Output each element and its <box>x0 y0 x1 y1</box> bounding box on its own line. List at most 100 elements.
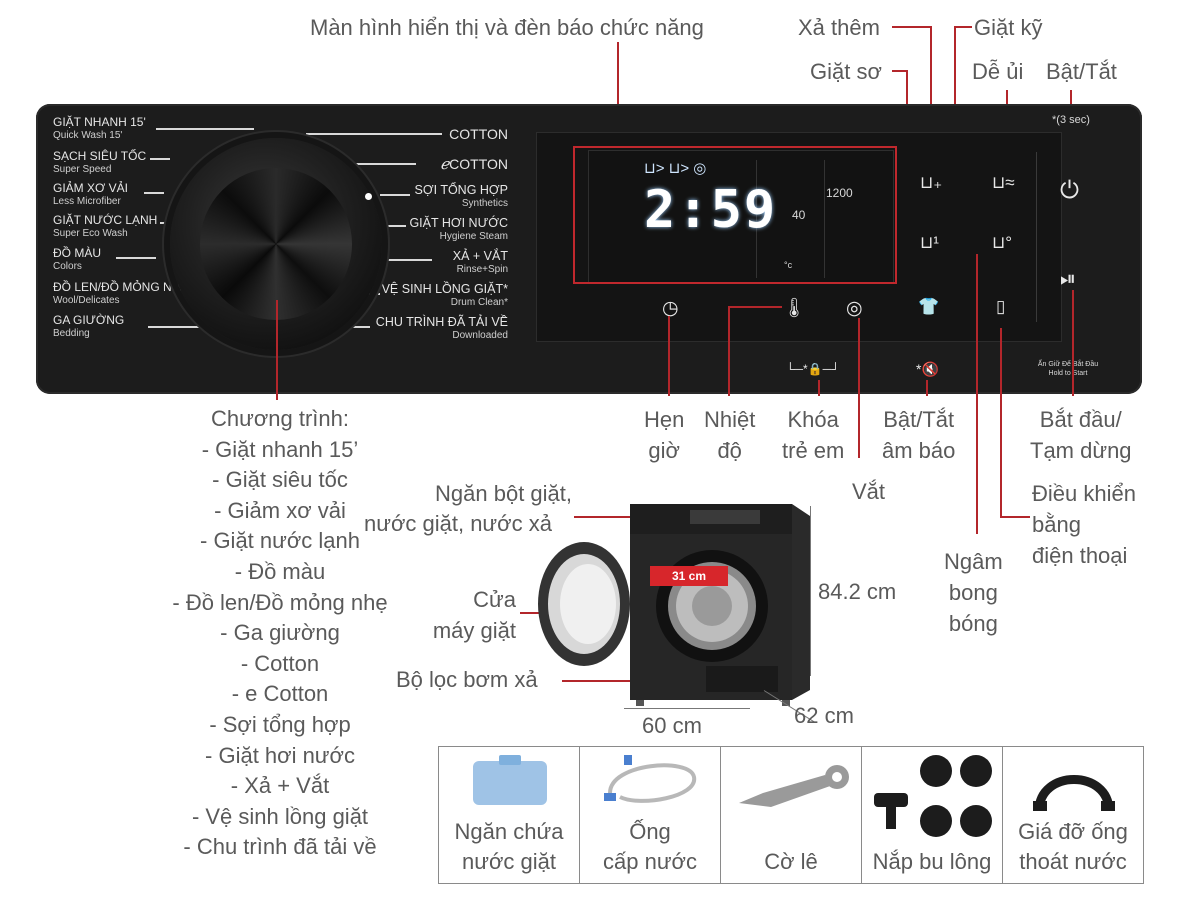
temperature-button[interactable]: 🌡 <box>782 298 807 319</box>
mute-icon: *🔇 <box>916 361 939 377</box>
list-item: - Chu trình đã tải về <box>183 834 377 860</box>
list-item: - Sợi tổng hợp <box>209 711 351 737</box>
door-opening-badge: 31 cm <box>650 566 728 586</box>
child-lock-icon: └─*🔒─┘ <box>786 362 840 376</box>
spin-icon: ◎ <box>846 298 863 319</box>
easy-iron-button[interactable]: ⊔≈ <box>992 174 1015 192</box>
leader-line <box>930 26 932 176</box>
button-divider <box>1036 152 1037 322</box>
smart-control-button[interactable]: ▯ <box>996 298 1005 316</box>
bolt-caps-icon <box>874 755 992 837</box>
clock-icon: ◷ <box>662 298 679 319</box>
prewash-button[interactable]: ⊔¹ <box>920 234 939 252</box>
time-display: 2:59 <box>644 180 778 240</box>
list-item: - Giặt nhanh 15’ <box>201 436 359 462</box>
dial-tick <box>382 259 432 261</box>
list-item: - Xả + Vắt <box>230 773 330 799</box>
program-label: GIẶT NHANH 15'Quick Wash 15' <box>53 115 146 142</box>
leader-line <box>892 26 932 28</box>
accessory-label: Nắp bu lông <box>872 849 992 874</box>
intensive-button[interactable]: 👕 <box>918 298 939 316</box>
program-label: COTTON <box>449 126 508 142</box>
leader-line <box>892 70 908 72</box>
delay-end-button[interactable]: ◷ <box>662 298 679 319</box>
hold-note: *(3 sec) <box>1052 114 1090 126</box>
program-list: Chương trình: - Giặt nhanh 15’ - Giặt si… <box>120 404 440 863</box>
callout-intensive: Giặt kỹ <box>974 15 1043 40</box>
inlet-hose-icon <box>604 755 697 803</box>
list-item: - Giặt hơi nước <box>205 742 355 768</box>
spin-value: 1200 <box>826 186 853 200</box>
accessory-bolt-caps: Nắp bu lông <box>861 746 1003 884</box>
callout-height: 84.2 cm <box>818 579 897 604</box>
dial-tick <box>116 257 156 259</box>
leader-line <box>276 300 278 400</box>
program-label: ℯCOTTON <box>440 156 508 173</box>
callout-spin: Vắt <box>852 479 886 504</box>
callout-dispenser-2: nước giặt, nước xả <box>364 511 552 536</box>
leader-line <box>728 308 730 396</box>
callout-extra-rinse: Xả thêm <box>798 15 880 40</box>
leader-line <box>954 26 972 28</box>
dial-tick <box>160 222 170 224</box>
callout-depth: 62 cm <box>794 703 854 728</box>
callout-easy-iron: Dễ ủi <box>972 59 1024 84</box>
wrench-icon <box>739 765 849 807</box>
dial-indicator <box>365 193 372 200</box>
accessory-label: Cờ lê <box>764 849 818 874</box>
leader-line <box>1000 328 1002 518</box>
bubble-soak-button[interactable]: ⊔° <box>992 234 1012 252</box>
dial-knob <box>200 168 352 320</box>
spin-button[interactable]: ◎ <box>846 298 863 319</box>
child-lock-indicator: └─*🔒─┘ <box>786 360 840 378</box>
power-button[interactable]: ⏻ <box>1060 179 1079 203</box>
callout-filter: Bộ lọc bơm xả <box>396 667 538 692</box>
callout-prewash: Giặt sơ <box>810 59 882 84</box>
display-highlight <box>573 146 897 284</box>
leader-line <box>617 42 619 150</box>
dial-tick <box>386 225 406 227</box>
leader-line <box>1072 290 1074 396</box>
easy-iron-icon: ⊔≈ <box>992 173 1015 192</box>
program-list-title: Chương trình: <box>211 406 349 431</box>
list-item: - Đồ màu <box>234 558 326 584</box>
dial-tick <box>144 192 164 194</box>
thermometer-icon: 🌡 <box>782 298 807 319</box>
bubble-soak-icon: ⊔° <box>992 233 1013 252</box>
list-item: - Giặt nước lạnh <box>200 528 360 554</box>
program-label: VỆ SINH LỒNG GIẶT*Drum Clean* <box>381 282 508 309</box>
list-item: - Giảm xơ vải <box>214 497 346 523</box>
leader-line <box>818 380 820 396</box>
list-item: - Ga giường <box>220 620 340 646</box>
power-icon: ⏻ <box>1060 177 1079 204</box>
leader-line <box>728 306 782 308</box>
extra-rinse-button[interactable]: ⊔₊ <box>920 174 942 192</box>
cycle-status-icon: ⊔> ⊔> ◎ <box>644 160 707 177</box>
hose-holder-icon <box>1033 775 1115 812</box>
start-pause-button[interactable]: ⏯ <box>1060 269 1076 289</box>
display-divider <box>824 160 825 278</box>
leader-line <box>668 316 670 396</box>
accessory-wrench: Cờ lê <box>720 746 862 884</box>
width-dimension-line <box>624 708 750 709</box>
leader-line <box>858 318 860 458</box>
sound-indicator: *🔇 <box>916 360 939 378</box>
display-divider <box>756 160 757 278</box>
e-leaf-icon: ℯ <box>440 156 450 173</box>
